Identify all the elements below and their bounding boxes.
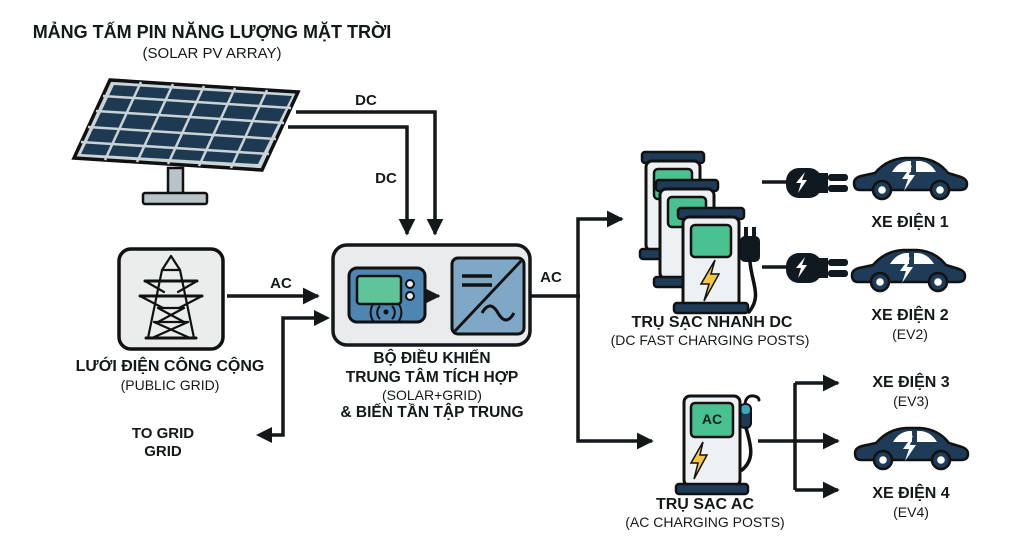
dc-charging-title: TRỤ SẠC NHANH DC: [631, 314, 793, 331]
dc-charging-subtitle: (DC FAST CHARGING POSTS): [610, 332, 810, 348]
ac-out-branch-up: [576, 210, 624, 296]
ev3-name: XE ĐIỆN 3: [872, 374, 950, 391]
ac-label-out: AC: [540, 269, 562, 286]
ac-charging-title: TRỤ SẠC AC: [655, 496, 755, 513]
dc-label-mid: DC: [375, 170, 397, 187]
lightning-bolt-icon: [689, 441, 709, 480]
ac-label-in: AC: [270, 275, 292, 292]
ev-car-icon-2: [850, 248, 967, 293]
public-grid-title: LƯỚI ĐIỆN CÔNG CỘNG: [75, 358, 265, 375]
controller-device-icon: [347, 266, 427, 324]
ev1-name: XE ĐIỆN 1: [871, 214, 949, 231]
solar-panel-base: [141, 191, 209, 206]
ev2-code: (EV2): [892, 326, 928, 342]
ac-out-branch-down: [576, 296, 654, 450]
solar-panel-icon: [71, 78, 301, 206]
ac-charging-subtitle: (AC CHARGING POSTS): [625, 514, 785, 530]
plug-icon-2: [786, 253, 848, 283]
controller-label: BỘ ĐIỀU KHIỂN TRUNG TÂM TÍCH HỢP (SOLAR+…: [340, 350, 523, 423]
grid-return-arrowhead-right: [314, 310, 330, 326]
solar-array-title: MẢNG TẤM PIN NĂNG LƯỢNG MẶT TRỜI: [32, 22, 392, 42]
grid-return-arrowhead-left: [256, 427, 272, 443]
dc-label-top: DC: [355, 92, 377, 109]
to-grid-line1: TO GRID: [131, 425, 195, 442]
controller-line1: BỘ ĐIỀU KHIỂN: [373, 350, 491, 367]
ev3-code: (EV3): [893, 393, 929, 409]
dc-charger-front: [672, 206, 760, 315]
dc-charging-posts-icon: [638, 150, 760, 315]
signal-icon: [369, 302, 403, 323]
controller-box-icon: [331, 243, 532, 347]
dc-line-2: [288, 125, 416, 236]
ev2-name: XE ĐIỆN 2: [871, 307, 949, 324]
connector-lines: [227, 110, 840, 499]
to-grid-label: TO GRID GRID: [132, 425, 194, 461]
ev4-code: (EV4): [893, 504, 929, 520]
solar-panel-pole: [166, 166, 185, 197]
ev-car-icon-1: [852, 156, 969, 201]
ev4-name: XE ĐIỆN 4: [872, 485, 950, 502]
ac-screen-label: AC: [701, 411, 723, 427]
ac-charging-post-icon: [674, 394, 761, 496]
dc-line-1: [296, 110, 444, 236]
public-grid-subtitle: (PUBLIC GRID): [120, 377, 220, 393]
lightning-bolt-icon: [699, 259, 721, 302]
to-grid-line2: GRID: [144, 443, 182, 460]
controller-line4: & BIẾN TẦN TẬP TRUNG: [340, 403, 524, 421]
public-grid-icon: [117, 247, 225, 351]
plug-icon-1: [786, 168, 848, 198]
grid-return-line: [272, 316, 314, 437]
controller-line2: TRUNG TÂM TÍCH HỢP: [345, 368, 519, 386]
controller-line3: (SOLAR+GRID): [382, 387, 482, 404]
ev-car-icon-3: [853, 426, 970, 471]
inverter-icon: [450, 256, 526, 336]
solar-array-subtitle: (SOLAR PV ARRAY): [142, 45, 282, 62]
